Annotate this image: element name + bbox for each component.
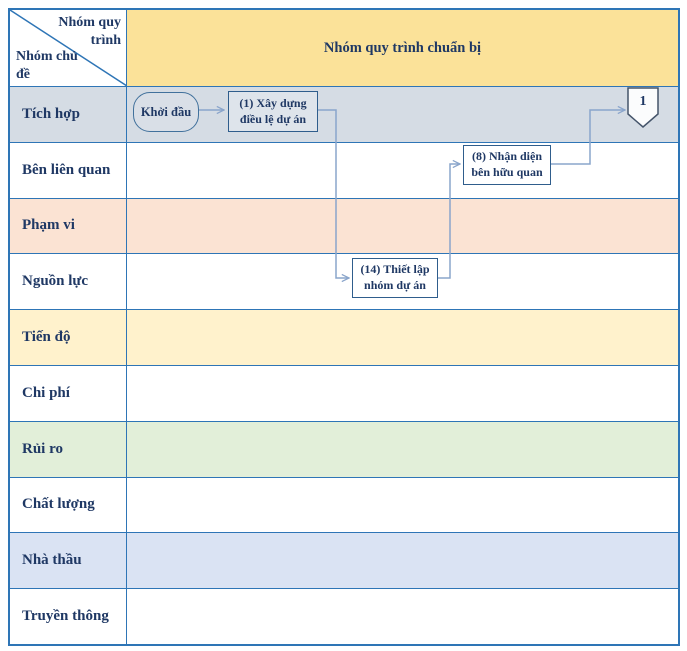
row-nha-thau: Nhà thầu [10,532,678,589]
header-row: Nhóm quy trình Nhóm chủ đề Nhóm quy trìn… [10,10,678,86]
row-ben-lien-quan: Bên liên quan [10,141,678,198]
row-lane [127,254,678,309]
row-lane [127,422,678,477]
row-label: Nguồn lực [10,254,127,310]
row-lane [127,533,678,588]
row-tich-hop: Tích hợp [10,86,678,142]
corner-subject-group-label: Nhóm chủ đề [16,49,78,82]
row-lane [127,143,678,198]
row-lane [127,589,678,644]
row-label: Tích hợp [10,87,127,142]
row-chi-phi: Chi phí [10,364,678,421]
corner-cell: Nhóm quy trình Nhóm chủ đề [10,10,127,86]
row-label: Phạm vi [10,198,127,254]
row-lane [127,310,678,365]
corner-process-group-label: Nhóm quy trình [58,15,121,48]
row-label: Truyền thông [10,589,127,644]
matrix-table: Nhóm quy trình Nhóm chủ đề Nhóm quy trìn… [8,8,680,646]
row-lane [127,366,678,421]
row-label: Tiến độ [10,310,127,365]
row-lane [127,199,678,254]
row-label: Nhà thầu [10,533,127,589]
row-truyen-thong: Truyền thông [10,588,678,644]
row-lane [127,87,678,142]
row-chat-luong: Chất lượng [10,476,678,533]
row-label: Chất lượng [10,477,127,533]
row-lane [127,478,678,533]
row-rui-ro: Rủi ro [10,420,678,477]
row-pham-vi: Phạm vi [10,197,678,254]
corner-diagonal-line [10,10,127,86]
row-label: Chi phí [10,365,127,421]
row-label: Bên liên quan [10,142,127,198]
process-group-header: Nhóm quy trình chuẩn bị [127,10,678,86]
row-nguon-luc: Nguồn lực [10,253,678,310]
row-label: Rủi ro [10,421,127,477]
row-tien-do: Tiến độ [10,309,678,365]
